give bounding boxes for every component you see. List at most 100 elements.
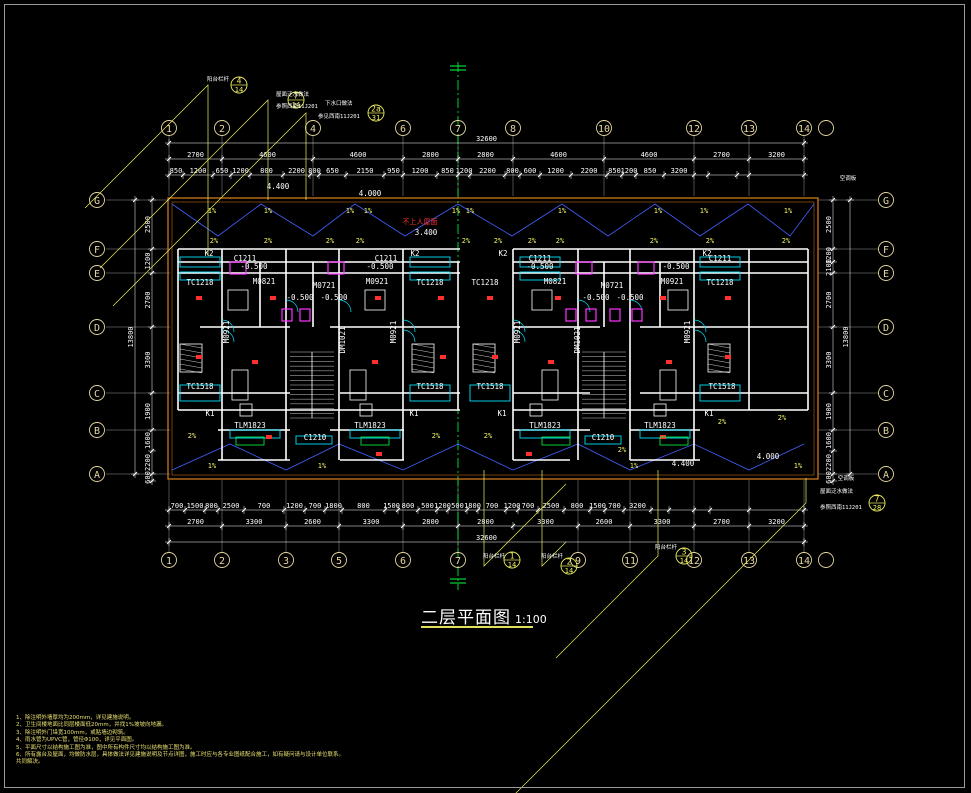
dim-bottom-1-label: 700 xyxy=(608,502,621,510)
room-label-mark xyxy=(548,360,554,364)
dim-left-2-mark xyxy=(132,471,138,477)
dim-top-2-mark xyxy=(734,172,740,178)
slope-mark: 1% xyxy=(452,207,461,215)
slope-mark: 2% xyxy=(188,432,197,440)
dim-bottom-2-mark xyxy=(336,523,342,529)
title-underline xyxy=(421,626,533,628)
grid-bubble-right-circle xyxy=(878,422,894,438)
dim-right-1-mark xyxy=(830,270,836,276)
door-swing xyxy=(512,319,526,333)
level-box xyxy=(235,436,265,446)
dim-bottom-2-mark xyxy=(283,523,289,529)
level-mark: -0.500 xyxy=(582,293,610,302)
window-tag: TC1518 xyxy=(476,382,504,391)
furniture xyxy=(364,289,386,311)
room-label-mark xyxy=(438,296,444,300)
dim-left-1-label: 3300 xyxy=(144,352,152,369)
room-label-mark xyxy=(196,296,202,300)
dim-bottom-2-label: 3300 xyxy=(246,518,263,526)
grid-bubble-top: 1 xyxy=(166,124,172,135)
grid-bubble-left: C xyxy=(94,389,100,400)
room-label-mark xyxy=(725,355,731,359)
level-box xyxy=(659,436,689,446)
bed xyxy=(472,343,496,373)
dim-bottom-1-mark xyxy=(415,507,421,513)
door-swing xyxy=(338,299,352,313)
bed-hatch xyxy=(472,368,496,374)
dim-top-2-mark xyxy=(228,172,234,178)
level-box xyxy=(541,436,571,446)
dim-top-2-mark xyxy=(307,172,313,178)
grid-bubble-top-circle xyxy=(161,120,177,136)
note-4: 4、雨水管为UPVC管，管径Φ100，详见平面图。 xyxy=(16,737,138,744)
bath-fixture xyxy=(631,308,643,322)
leader-note: 下水口做法 xyxy=(325,99,353,107)
bed-hatch xyxy=(472,358,496,364)
grid-bubble-extra xyxy=(818,120,834,136)
dim-bottom-1-mark xyxy=(464,507,470,513)
door-swing xyxy=(285,299,299,313)
level-mark: -0.500 xyxy=(662,262,690,271)
dim-left-1-label: 1900 xyxy=(144,403,152,420)
dim-top-2-mark xyxy=(180,172,186,178)
grid-bubble-bottom-circle xyxy=(161,552,177,568)
dim-bottom-2-label: 3300 xyxy=(654,518,671,526)
room-label-mark xyxy=(666,360,672,364)
door-tag: M0921 xyxy=(389,321,398,344)
window-tag: C1211 xyxy=(709,254,732,263)
dim-top-1-mark xyxy=(746,156,752,162)
dim-bottom-2-label: 2700 xyxy=(713,518,730,526)
window xyxy=(699,271,741,281)
dim-bottom-2-mark xyxy=(510,523,516,529)
window xyxy=(409,271,451,281)
dim-left-1-label: 600 xyxy=(144,471,152,484)
bed-hatch xyxy=(411,353,435,359)
dim-left-1-mark xyxy=(149,448,155,454)
grid-bubble-right: A xyxy=(883,470,889,481)
leader-note: 阳台栏杆 xyxy=(655,543,678,551)
grid-bubble-right-circle xyxy=(878,385,894,401)
dim-top-2-mark xyxy=(801,172,807,178)
window xyxy=(179,384,221,402)
grid-bubble-top-circle xyxy=(796,120,812,136)
grid-bubble-bottom: 12 xyxy=(688,556,700,567)
dim-top-2-label: 1200 xyxy=(190,167,207,175)
slope-mark: 1% xyxy=(794,462,803,470)
dim-top-2-mark xyxy=(619,172,625,178)
slope-mark: 2% xyxy=(618,446,627,454)
dim-top-1-mark xyxy=(510,156,516,162)
dim-bottom-1-mark xyxy=(503,507,509,513)
door-tag: M0721 xyxy=(313,281,336,290)
grid-bubble-right-circle xyxy=(878,466,894,482)
grid-bubble-top-circle xyxy=(395,120,411,136)
dim-top-2-mark xyxy=(381,172,387,178)
grid-bubble-extra xyxy=(818,552,834,568)
bed-hatch xyxy=(411,343,435,349)
dim-top-2-label: 2200 xyxy=(288,167,305,175)
dim-bottom-1-label: 1800 xyxy=(464,502,481,510)
dim-right-1-mark xyxy=(830,471,836,477)
dim-top-2-label: 1200 xyxy=(456,167,473,175)
room-label-mark xyxy=(196,355,202,359)
room-label-mark xyxy=(555,296,561,300)
room-label-mark xyxy=(376,452,382,456)
furniture xyxy=(531,289,553,311)
detail-callout-num: 2 xyxy=(567,558,572,567)
grid-bubble-top: 13 xyxy=(743,124,755,135)
grid-bubble-left-circle xyxy=(89,319,105,335)
parapet-inner xyxy=(171,201,815,476)
bath-fixture xyxy=(575,261,593,275)
dim-bottom-1-label: 800 xyxy=(571,502,584,510)
slope-mark: 1% xyxy=(558,207,567,215)
bed-hatch xyxy=(179,368,203,374)
dim-bottom-2-mark xyxy=(691,523,697,529)
dim-right-1-label: 2500 xyxy=(825,216,833,233)
dim-bottom-1-mark xyxy=(339,507,345,513)
note-1: 1、除注明外墙厚均为200mm，详见建施说明。 xyxy=(16,715,135,721)
bed-hatch xyxy=(411,363,435,369)
dim-top-2-mark xyxy=(455,172,461,178)
dim-right-2-label: 13800 xyxy=(842,326,850,347)
dim-right-2-mark xyxy=(847,197,853,203)
dim-left-1-label: 1200 xyxy=(144,253,152,270)
grid-bubble-bottom-circle xyxy=(214,552,230,568)
